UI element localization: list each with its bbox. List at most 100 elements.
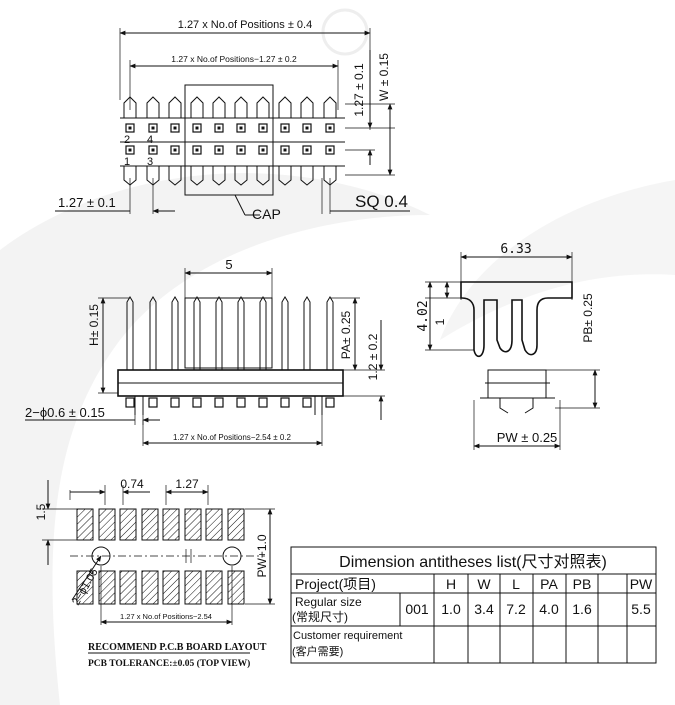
front-pin [326,296,334,370]
side-dim-pw: PW ± 0.25 [497,430,558,445]
table-title: Dimension antitheses list(尺寸对照表) [339,553,607,571]
top-pin-tail [278,166,292,186]
top-pin-center [328,148,332,152]
top-view: 1.27 x No.of Positions ± 0.4 1.27 x No.o… [55,19,410,222]
top-pin-center [217,148,221,152]
top-pin-tail [234,166,248,186]
pcb-pad-bottom [119,570,137,605]
front-pin [126,296,134,370]
pcb-pad-top [227,508,245,541]
front-pin-foot [192,397,202,408]
dim-hole: 2−ϕ0.6 ± 0.15 [25,405,105,420]
table-header-pw: PW [630,576,653,592]
pcb-pad-bottom [184,570,202,605]
table-value-pw: 5.5 [631,601,651,617]
pcb-pad-bottom [76,570,94,605]
top-pin-center [305,148,309,152]
front-pin [237,296,245,370]
top-pin-center [239,148,243,152]
front-pin [193,296,201,370]
front-peg-left [134,396,144,415]
top-pin-tip [234,96,248,118]
front-pin-foot [236,397,246,408]
front-pin-foot [125,397,135,408]
dim-width: W ± 0.15 [377,53,391,101]
side-view: 6.33 4.02 1 PB± 0.25 PW ± 0.25 [416,242,600,450]
table-regular-label-en: Regular size [295,595,362,609]
top-pin-center [151,148,155,152]
pcb-caption-tolerance: PCB TOLERANCE:±0.05 (TOP VIEW) [88,658,250,669]
front-pin-foot [280,397,290,408]
top-pin-tip [256,96,270,118]
pcb-pad-top [205,508,223,541]
front-pin-foot [302,397,312,408]
dimension-table: Dimension antitheses list(尺寸对照表) Project… [290,546,657,664]
front-pin [149,296,157,370]
top-pin-center [239,126,243,130]
top-pin-row [123,96,337,186]
front-pin-foot [170,397,180,408]
top-pin-center [128,126,132,130]
dim-pa: PA± 0.25 [339,310,353,359]
top-pin-center [328,126,332,130]
pin-number-3: 3 [147,156,153,168]
top-pin-center [151,126,155,130]
front-pin [303,296,311,370]
pcb-caption-title: RECOMMEND P.C.B BOARD LAYOUT [88,642,267,653]
dim-row-pitch: 1.27 ± 0.1 [352,63,366,117]
dim-h: H± 0.15 [87,304,101,346]
dim-five: 5 [225,257,232,272]
pcb-pad-grid [76,508,245,605]
pcb-dim-span: 1.27 x No.of Positions−2.54 [120,612,212,621]
pcb-dim-pw: PW+1.0 [255,534,269,577]
dim-base: 1.27 x No.of Positions−2.54 ± 0.2 [173,433,292,442]
pin-number-4: 4 [147,134,153,146]
front-peg-right [314,396,323,415]
front-pin [171,296,179,370]
pcb-pad-top [98,508,116,541]
pcb-dim-pad-w: 0.74 [120,477,144,491]
top-pin-center [173,126,177,130]
table-value-w: 3.4 [474,601,494,617]
front-pin-foot [258,397,268,408]
dim-overall: 1.27 x No.of Positions ± 0.4 [178,19,312,31]
table-regular-code: 001 [405,601,429,617]
top-pin-tip [146,96,160,118]
cap-label: CAP [252,206,281,222]
top-pin-tip [212,96,226,118]
top-pin-tail [168,166,182,186]
side-dim-one: 1 [433,318,447,325]
top-pin-tail [190,166,204,186]
dim-twelve: 1.2 ± 0.2 [366,333,380,380]
front-view: 5 H± 0.15 PA± 0.25 1.2 ± 0.2 2−ϕ0.6 ± 0.… [25,257,385,446]
top-pin-center [283,148,287,152]
top-pin-center [283,126,287,130]
top-pin-center [128,148,132,152]
side-dim-height: 4.02 [416,300,431,331]
pin-number-1: 1 [124,156,130,168]
pcb-pad-bottom [98,570,116,605]
top-pin-center [195,148,199,152]
front-pin-foot [325,397,335,408]
top-pin-center [173,148,177,152]
top-pin-tip [278,96,292,118]
table-header-h: H [446,576,456,592]
pcb-pad-bottom [141,570,159,605]
top-pin-tail [256,166,270,186]
sq-label: SQ 0.4 [355,192,408,211]
top-pin-center [195,126,199,130]
dim-inner: 1.27 x No.of Positions−1.27 ± 0.2 [171,54,297,64]
top-pin-center [305,126,309,130]
table-value-pa: 4.0 [539,601,559,617]
pcb-pad-top [184,508,202,541]
pin-number-2: 2 [124,134,130,146]
top-pin-tail [212,166,226,186]
table-header-pa: PA [540,576,558,592]
dim-pitch: 1.27 ± 0.1 [58,195,116,210]
top-pin-center [261,126,265,130]
front-pin-foot [214,397,224,408]
top-pin-center [261,148,265,152]
table-custom-label-zh: (客户需要) [292,644,343,658]
table-header-w: W [477,576,491,592]
table-value-l: 7.2 [506,601,526,617]
